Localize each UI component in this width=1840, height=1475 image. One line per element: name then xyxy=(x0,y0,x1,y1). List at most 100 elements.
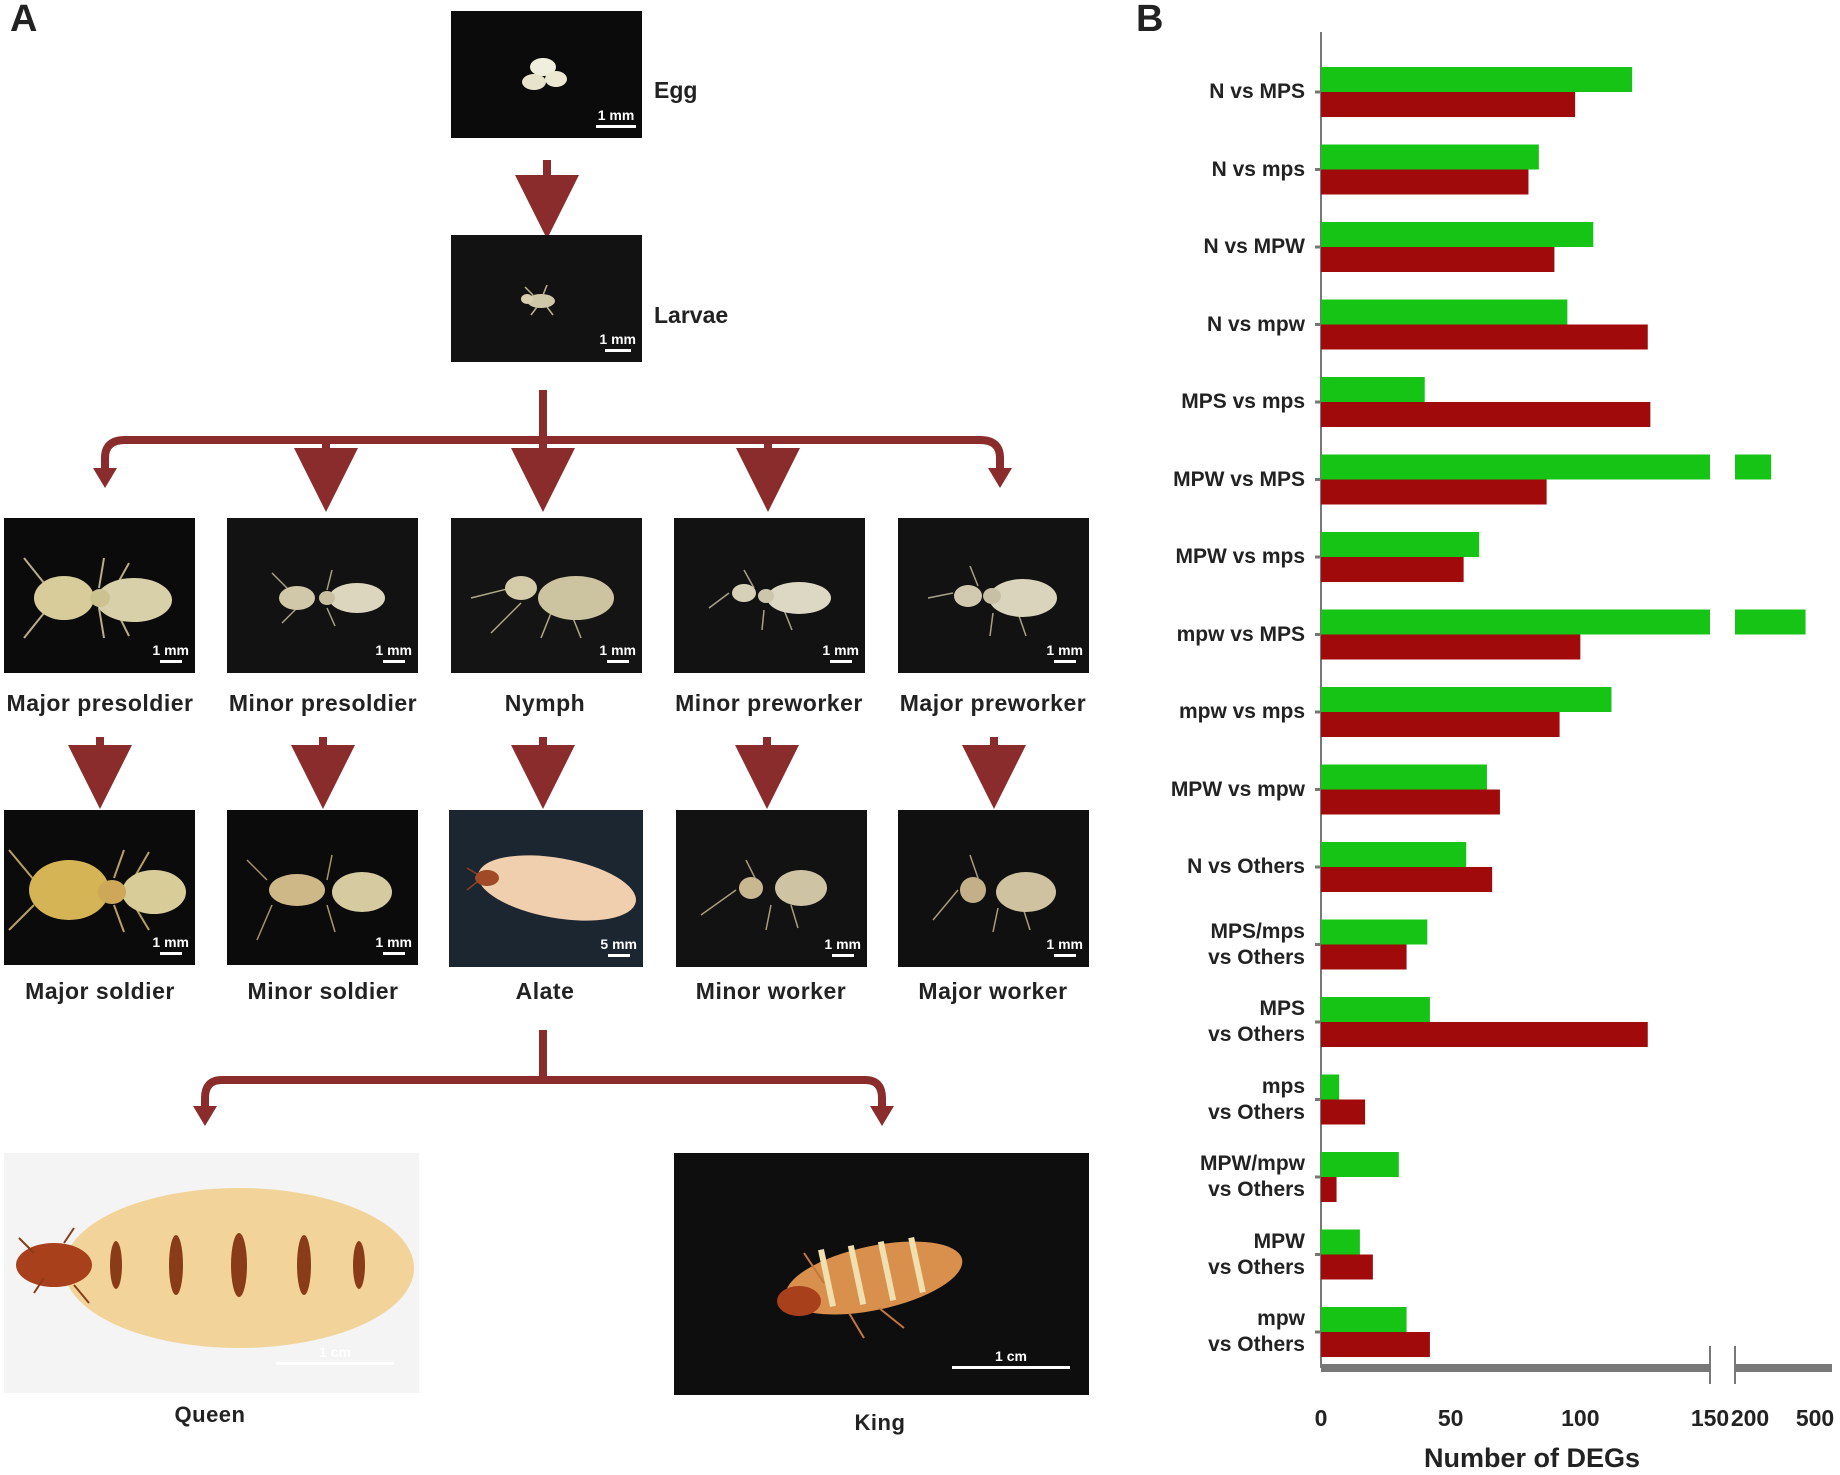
minor-worker-scale: 1 mm xyxy=(824,936,861,952)
bar xyxy=(1321,842,1467,867)
minor-soldier-photo: 1 mm xyxy=(227,810,418,965)
bar xyxy=(1321,67,1633,92)
category-label: N vs MPW xyxy=(1203,235,1305,258)
x-tick-label: 50 xyxy=(1437,1405,1464,1431)
king-photo: 1 cm xyxy=(674,1153,1089,1395)
bar xyxy=(1321,222,1594,247)
major-presoldier-photo: 1 mm xyxy=(4,518,195,673)
major-presoldier-scale: 1 mm xyxy=(152,642,189,658)
minor-soldier-scale: 1 mm xyxy=(375,934,412,950)
bar xyxy=(1321,1099,1366,1125)
minor-presoldier-photo: 1 mm xyxy=(227,518,418,673)
x-tick-label: 150 xyxy=(1690,1405,1730,1431)
bar xyxy=(1321,1229,1360,1255)
minor-preworker-scale: 1 mm xyxy=(822,642,859,658)
queen-label: Queen xyxy=(174,1402,246,1427)
bar-broken-part xyxy=(1735,609,1806,635)
egg-scale: 1 mm xyxy=(597,107,635,123)
major-preworker-photo: 1 mm xyxy=(898,518,1089,673)
alate-label: Alate xyxy=(515,978,575,1004)
minor-worker-label: Minor worker xyxy=(695,978,847,1004)
bar xyxy=(1321,299,1568,325)
major-soldier-photo: 1 mm xyxy=(4,810,195,965)
bar xyxy=(1321,1152,1399,1177)
bar xyxy=(1321,1177,1337,1202)
x-tick-label: 500 xyxy=(1795,1405,1835,1431)
x-tick-label: 0 xyxy=(1314,1405,1328,1431)
bar xyxy=(1321,144,1539,170)
minor-soldier-label: Minor soldier xyxy=(247,978,399,1004)
bar xyxy=(1321,1074,1340,1100)
minor-preworker-photo: 1 mm xyxy=(674,518,865,673)
minor-presoldier-label: Minor presoldier xyxy=(228,690,418,716)
major-preworker-label: Major preworker xyxy=(899,690,1087,716)
bar xyxy=(1321,247,1555,272)
nymph-label: Nymph xyxy=(504,690,586,716)
major-soldier-label: Major soldier xyxy=(25,978,175,1004)
bar xyxy=(1321,609,1710,635)
x-axis-segment-2 xyxy=(1735,1364,1832,1372)
category-label: N vs mps xyxy=(1211,157,1305,181)
larvae-label: Larvae xyxy=(654,302,729,328)
category-label: mpw vs MPS xyxy=(1176,622,1305,646)
egg-photo: 1 mm xyxy=(451,11,642,138)
panel-b-letter: B xyxy=(1136,0,1164,40)
category-label: MPW vs mps xyxy=(1175,545,1305,568)
category-label: N vs MPS xyxy=(1209,80,1305,103)
bar xyxy=(1321,454,1710,480)
king-label: King xyxy=(854,1410,906,1435)
lifecycle-arrows xyxy=(68,160,1026,1126)
category-label: MPW vs MPS xyxy=(1173,467,1305,491)
bar xyxy=(1321,557,1464,582)
category-label: N vs Others xyxy=(1187,855,1305,878)
bar xyxy=(1321,1332,1430,1357)
bar xyxy=(1321,789,1500,815)
nymph-scale: 1 mm xyxy=(599,642,636,658)
bar xyxy=(1321,867,1493,892)
alate-scale: 5 mm xyxy=(600,936,637,952)
minor-presoldier-scale: 1 mm xyxy=(375,642,412,658)
bar xyxy=(1321,634,1581,660)
bar xyxy=(1321,1307,1407,1332)
bar xyxy=(1321,1254,1373,1280)
bar xyxy=(1321,1022,1648,1047)
major-preworker-scale: 1 mm xyxy=(1046,642,1083,658)
minor-preworker-label: Minor preworker xyxy=(675,690,863,716)
bar xyxy=(1321,92,1576,117)
major-soldier-scale: 1 mm xyxy=(152,934,189,950)
king-scale: 1 cm xyxy=(995,1348,1027,1364)
bar xyxy=(1321,919,1428,945)
x-tick-label: 200 xyxy=(1730,1405,1770,1431)
x-tick-label: 100 xyxy=(1561,1405,1600,1431)
alate-photo: 5 mm xyxy=(449,810,643,967)
panel-a-letter: A xyxy=(10,0,38,40)
nymph-photo: 1 mm xyxy=(451,518,642,673)
queen-photo: 1 cm xyxy=(4,1153,419,1393)
category-label: mpw vs mps xyxy=(1178,700,1305,723)
major-worker-label: Major worker xyxy=(918,978,1068,1004)
x-axis-segment-1 xyxy=(1321,1364,1710,1372)
major-presoldier-label: Major presoldier xyxy=(6,690,194,716)
larvae-photo: 1 mm xyxy=(451,235,642,362)
category-label: MPW vs mpw xyxy=(1170,777,1305,801)
major-worker-scale: 1 mm xyxy=(1046,936,1083,952)
bar xyxy=(1321,764,1487,790)
egg-label: Egg xyxy=(654,77,698,103)
bar xyxy=(1321,479,1547,505)
minor-worker-photo: 1 mm xyxy=(676,810,867,967)
bar-broken-part xyxy=(1735,454,1772,480)
branch-left xyxy=(101,436,126,470)
category-label: MPS vs mps xyxy=(1181,390,1305,413)
bar xyxy=(1321,169,1529,195)
bar xyxy=(1321,402,1651,427)
bar xyxy=(1321,712,1560,737)
category-label: N vs mpw xyxy=(1206,312,1305,336)
larvae-scale: 1 mm xyxy=(599,331,636,347)
queen-scale: 1 cm xyxy=(319,1344,351,1360)
bar xyxy=(1321,532,1480,557)
